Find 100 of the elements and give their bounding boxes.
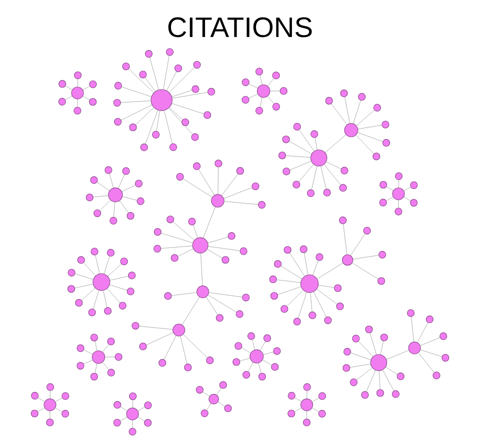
connector <box>248 83 258 88</box>
node-circle <box>46 382 54 390</box>
node-circle <box>174 64 182 72</box>
connector <box>417 322 428 342</box>
connector <box>120 104 152 120</box>
connector <box>248 362 254 372</box>
connector <box>289 140 312 154</box>
connector <box>248 93 258 98</box>
node-circle <box>144 418 152 426</box>
connector <box>221 173 238 196</box>
connector <box>109 172 114 188</box>
connector <box>122 184 136 192</box>
node-circle <box>94 208 102 217</box>
connector <box>260 74 262 84</box>
connector <box>202 206 216 238</box>
connector <box>103 290 108 308</box>
connector <box>132 419 133 428</box>
node-circle <box>274 260 282 268</box>
connector <box>74 283 94 288</box>
node-circle <box>318 392 326 400</box>
node-circle <box>216 314 224 322</box>
diagram-title: CITATIONS <box>166 10 314 43</box>
connector <box>206 296 218 315</box>
connector <box>83 262 96 276</box>
node-circle <box>77 256 85 264</box>
connector <box>120 406 128 410</box>
connector <box>241 346 251 353</box>
connector <box>208 236 228 243</box>
node-circle <box>365 325 373 333</box>
connector <box>290 160 312 170</box>
connector <box>135 106 154 125</box>
node-circle <box>204 110 212 118</box>
node-circle <box>343 347 352 356</box>
connector <box>84 349 93 354</box>
connector <box>102 344 109 352</box>
node-circle <box>318 409 326 417</box>
node-circle <box>426 315 434 323</box>
node-circle <box>358 92 366 100</box>
connector <box>120 416 128 421</box>
node-circle <box>252 182 260 190</box>
node-circle <box>352 334 360 342</box>
connector <box>352 262 378 279</box>
connector <box>208 292 242 297</box>
node-circle <box>88 308 96 316</box>
node-circle <box>90 333 98 341</box>
node-circle <box>114 81 122 90</box>
node-circle <box>104 306 112 314</box>
connector <box>260 340 266 350</box>
node-circle <box>396 372 404 380</box>
connector <box>356 367 372 380</box>
node-circle <box>114 117 122 126</box>
node-circle <box>110 216 118 224</box>
connector <box>398 179 399 188</box>
connector <box>324 134 346 152</box>
connector <box>331 102 348 124</box>
node-circle <box>113 418 121 426</box>
node-circle <box>206 356 214 364</box>
connector <box>224 200 258 204</box>
connector <box>404 196 411 201</box>
connector <box>386 196 394 200</box>
connector <box>138 416 145 421</box>
node-circle <box>334 284 342 292</box>
connector <box>119 200 129 213</box>
node-circle <box>272 71 280 79</box>
node-circle <box>280 304 288 312</box>
connector <box>202 391 210 396</box>
connector <box>95 254 100 274</box>
connector <box>182 178 212 197</box>
node-circle <box>282 135 290 143</box>
connector <box>268 96 274 104</box>
node-circle <box>271 362 279 370</box>
node-circle <box>342 364 350 372</box>
node-circle <box>316 252 324 260</box>
node-circle <box>169 142 178 150</box>
node-circle <box>106 248 115 256</box>
connector <box>74 273 94 280</box>
connector <box>306 390 308 398</box>
node-circle <box>410 198 418 206</box>
connector <box>380 340 384 354</box>
connector <box>306 410 307 419</box>
connector <box>122 196 138 200</box>
node-circle <box>363 226 371 234</box>
node-circle <box>170 254 178 262</box>
connector <box>83 359 93 364</box>
node-circle <box>208 393 219 404</box>
connector <box>93 194 109 197</box>
node-circle <box>242 95 250 104</box>
node-circle <box>139 342 147 350</box>
node-circle <box>128 271 136 279</box>
node-circle <box>136 196 144 205</box>
node-circle <box>284 246 292 254</box>
node-circle <box>134 179 143 187</box>
connector <box>404 186 411 191</box>
connector <box>166 70 177 90</box>
connector <box>81 287 96 300</box>
node-circle <box>382 120 390 128</box>
node-circle <box>200 409 208 417</box>
connector <box>224 186 252 198</box>
connector <box>150 56 159 90</box>
connector <box>398 199 399 208</box>
